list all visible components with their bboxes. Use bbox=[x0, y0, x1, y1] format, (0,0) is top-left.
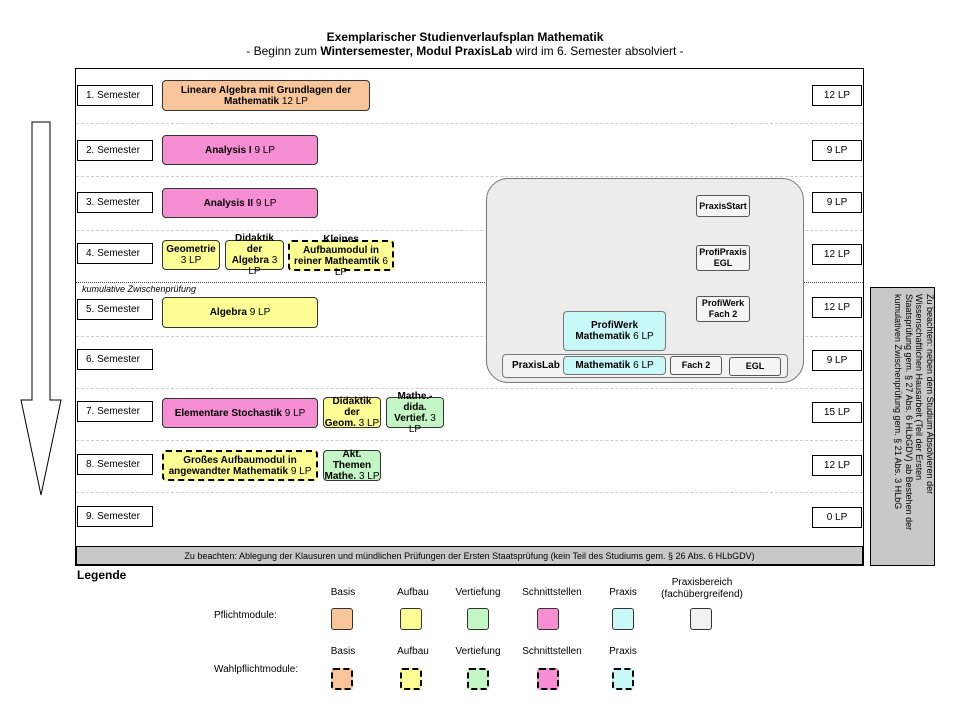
legend-row-wahlpflicht: Wahlpflichtmodule: bbox=[214, 664, 299, 675]
semester-lp: 9 LP bbox=[812, 140, 862, 161]
time-arrow-icon bbox=[20, 121, 62, 496]
legend-col-vertiefung: Vertiefung bbox=[455, 587, 501, 598]
semester-label: 7. Semester bbox=[77, 401, 153, 422]
legend-col-praxis-2: Praxis bbox=[609, 646, 637, 657]
module-analysis-2: Analysis II 9 LP bbox=[162, 188, 318, 218]
module-mathe-dida-vertief: Mathe.-dida.Vertief. 3 LP bbox=[386, 391, 444, 435]
semester-label: 8. Semester bbox=[77, 454, 153, 475]
legend-col-praxis: Praxis bbox=[609, 587, 637, 598]
legend-col-vertiefung-2: Vertiefung bbox=[455, 646, 501, 657]
semester-label: 1. Semester bbox=[77, 85, 153, 106]
legend-col-schnittstellen: Schnittstellen bbox=[522, 587, 582, 598]
legend-swatch-schnittstellen bbox=[537, 608, 559, 630]
semester-lp: 12 LP bbox=[812, 297, 862, 318]
semester-lp: 12 LP bbox=[812, 244, 862, 265]
legend-col-praxisbereich: Praxisbereich(fachübergreifend) bbox=[661, 577, 743, 600]
legend-swatch-aufbau-wahl bbox=[400, 668, 422, 690]
note-bottom: Zu beachten: Ablegung der Klausuren und … bbox=[76, 546, 863, 565]
semester-label: 5. Semester bbox=[77, 299, 153, 320]
praxisbereich-container bbox=[486, 178, 804, 383]
legend-swatch-schnittstellen-wahl bbox=[537, 668, 559, 690]
legend-row-pflicht: Pflichtmodule: bbox=[214, 610, 277, 621]
legend-heading: Legende bbox=[77, 568, 127, 582]
praxislab-mathematik: Mathematik 6 LP bbox=[563, 356, 666, 375]
note-side: Zu beachten: neben dem Studium Absolvier… bbox=[870, 287, 935, 566]
legend-col-aufbau-2: Aufbau bbox=[397, 646, 429, 657]
legend-col-basis-2: Basis bbox=[330, 646, 356, 657]
row-separator bbox=[76, 123, 863, 124]
zwischenpruefung-line bbox=[76, 282, 863, 283]
page-subtitle: - Beginn zum Wintersemester, Modul Praxi… bbox=[0, 44, 930, 58]
semester-lp: 12 LP bbox=[812, 455, 862, 476]
semester-label: 4. Semester bbox=[77, 243, 153, 264]
legend-swatch-praxis bbox=[612, 608, 634, 630]
legend-swatch-basis bbox=[331, 608, 353, 630]
semester-lp: 15 LP bbox=[812, 402, 862, 423]
legend-swatch-basis-wahl bbox=[331, 668, 353, 690]
legend-col-schnittstellen-2: Schnittstellen bbox=[522, 646, 582, 657]
legend-col-aufbau: Aufbau bbox=[397, 587, 429, 598]
note-side-text: Zu beachten: neben dem Studium Absolvier… bbox=[893, 294, 936, 531]
semester-label: 2. Semester bbox=[77, 140, 153, 161]
legend-swatch-vertiefung-wahl bbox=[467, 668, 489, 690]
module-algebra: Algebra 9 LP bbox=[162, 297, 318, 328]
row-separator bbox=[76, 230, 863, 231]
semester-label: 3. Semester bbox=[77, 192, 153, 213]
semester-lp: 9 LP bbox=[812, 192, 862, 213]
row-separator bbox=[76, 336, 863, 337]
row-separator bbox=[76, 176, 863, 177]
semester-label: 9. Semester bbox=[77, 506, 153, 527]
praxislab-label: PraxisLab bbox=[512, 360, 560, 371]
module-elementare-stochastik: Elementare Stochastik 9 LP bbox=[162, 398, 318, 428]
legend-col-basis: Basis bbox=[330, 587, 356, 598]
row-separator bbox=[76, 492, 863, 493]
subtitle-bold: Wintersemester, Modul PraxisLab bbox=[320, 44, 513, 58]
semester-label: 6. Semester bbox=[77, 349, 153, 370]
subtitle-pre: - Beginn zum bbox=[246, 44, 321, 58]
row-separator bbox=[76, 388, 863, 389]
praxislab-egl: EGL bbox=[729, 357, 781, 376]
legend-swatch-praxis-wahl bbox=[612, 668, 634, 690]
module-analysis-1: Analysis I 9 LP bbox=[162, 135, 318, 165]
row-separator bbox=[76, 440, 863, 441]
zwischenpruefung-label: kumulative Zwischenprüfung bbox=[82, 284, 197, 294]
praxislab-fach2: Fach 2 bbox=[670, 356, 722, 375]
page-title: Exemplarischer Studienverlaufsplan Mathe… bbox=[326, 30, 604, 44]
semester-lp: 0 LP bbox=[812, 507, 862, 528]
legend-swatch-vertiefung bbox=[467, 608, 489, 630]
praxisstart-box: PraxisStart bbox=[696, 195, 750, 217]
legend-swatch-praxisbereich bbox=[690, 608, 712, 630]
semester-lp: 12 LP bbox=[812, 85, 862, 106]
subtitle-post: wird im 6. Semester absolviert - bbox=[512, 44, 684, 58]
legend-swatch-aufbau bbox=[400, 608, 422, 630]
semester-lp: 9 LP bbox=[812, 350, 862, 371]
